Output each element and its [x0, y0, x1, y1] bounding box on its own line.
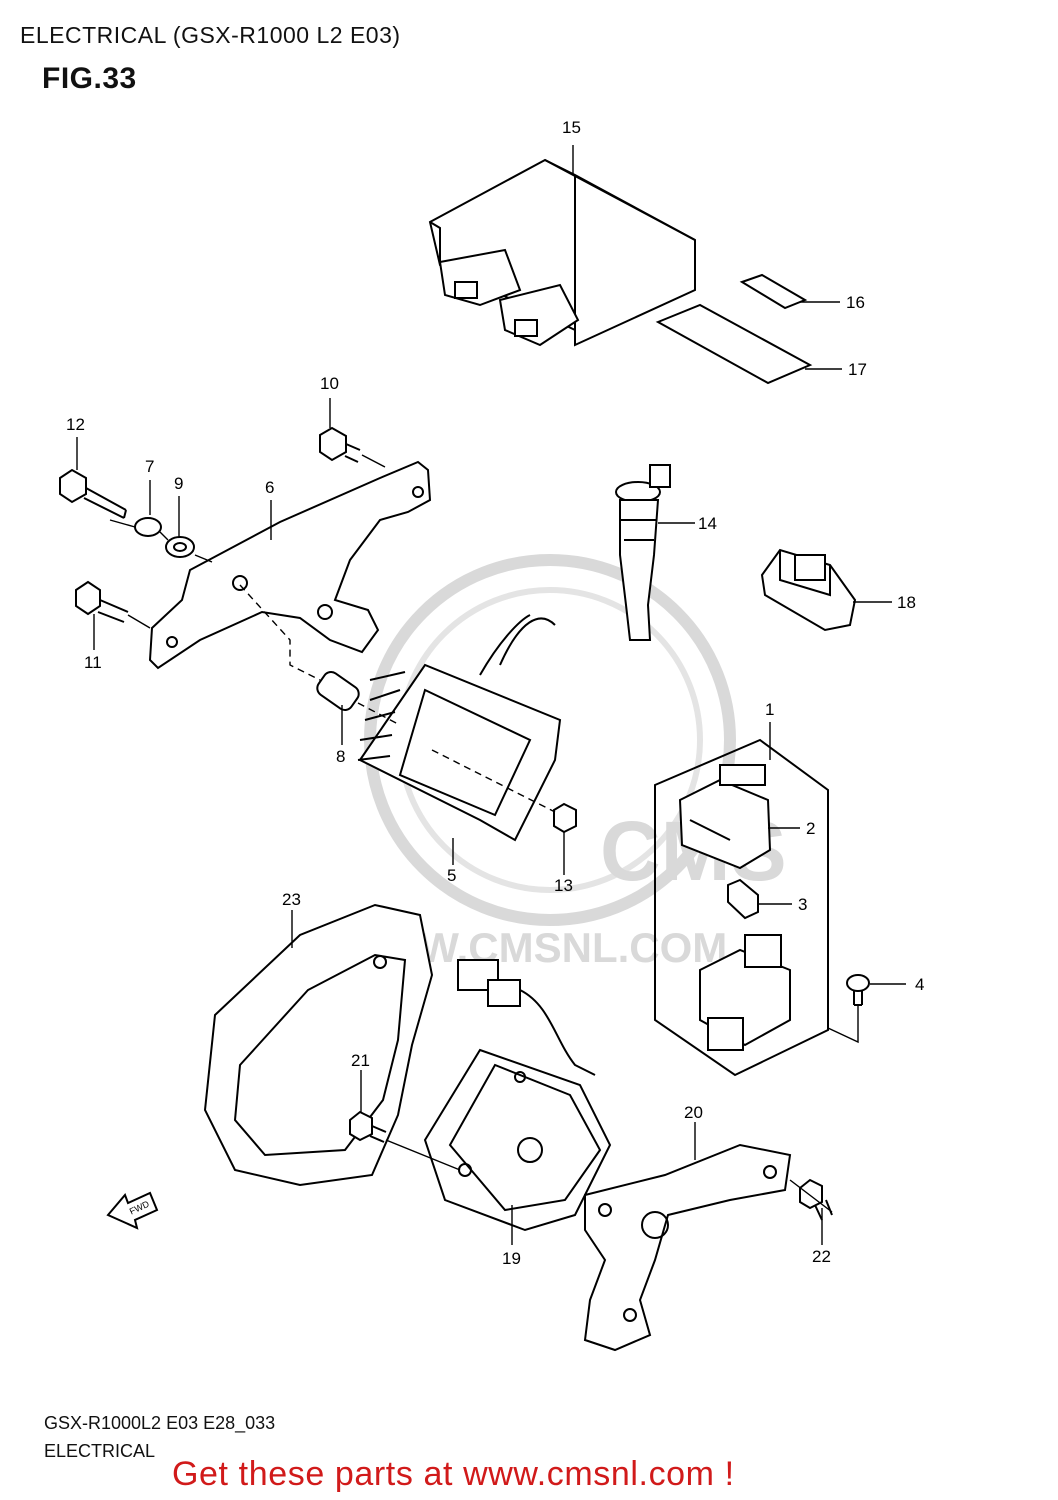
part-23-cover[interactable] [203, 903, 434, 1187]
callout-13: 13 [554, 876, 573, 895]
callout-8: 8 [336, 747, 345, 766]
part-11-bolt[interactable] [75, 580, 129, 623]
part-1-relay-assembly[interactable] [654, 738, 829, 1077]
part-4-screw[interactable] [846, 974, 870, 1006]
part-18-connector[interactable] [760, 548, 857, 632]
callout-2: 2 [806, 819, 815, 838]
callout-10: 10 [320, 374, 339, 393]
diagram-code: GSX-R1000L2 E03 E28_033 [44, 1413, 276, 1433]
part-3-fuse[interactable] [727, 878, 759, 920]
part-19-bracket[interactable] [423, 1048, 612, 1232]
part-6-bracket[interactable] [148, 460, 432, 670]
part-10-bolt[interactable] [319, 426, 361, 463]
callout-labels: 15 16 17 10 12 7 9 6 14 18 11 1 8 2 5 13… [66, 118, 924, 1268]
part-16-pad-small[interactable] [739, 273, 808, 310]
callout-17: 17 [848, 360, 867, 379]
callout-12: 12 [66, 415, 85, 434]
part-21-bolt[interactable] [349, 1110, 387, 1143]
callout-16: 16 [846, 293, 865, 312]
callout-23: 23 [282, 890, 301, 909]
part-5-regulator[interactable] [357, 614, 562, 842]
callout-9: 9 [174, 474, 183, 493]
callout-14: 14 [698, 514, 717, 533]
part-8-spacer[interactable] [314, 669, 362, 713]
section-name: ELECTRICAL [44, 1441, 156, 1461]
callout-6: 6 [265, 478, 274, 497]
callout-18: 18 [897, 593, 916, 612]
figure-number: FIG.33 [42, 62, 137, 95]
callout-15: 15 [562, 118, 581, 137]
leader-lines [76, 145, 906, 1245]
callout-22: 22 [812, 1247, 831, 1266]
callout-3: 3 [798, 895, 807, 914]
part-17-pad-large[interactable] [655, 303, 813, 385]
harness-connector[interactable] [457, 959, 596, 1076]
callout-5: 5 [447, 866, 456, 885]
part-2-cover[interactable] [678, 764, 772, 870]
callout-7: 7 [145, 457, 154, 476]
part-7-washer[interactable] [134, 517, 162, 537]
part-9-collar[interactable] [165, 536, 195, 558]
callout-20: 20 [684, 1103, 703, 1122]
part-14-ignition-coil[interactable] [615, 464, 671, 641]
part-12-bolt[interactable] [59, 468, 127, 519]
page-title: ELECTRICAL (GSX-R1000 L2 E03) [20, 22, 401, 48]
starter-relay-body[interactable] [699, 934, 791, 1051]
callout-21: 21 [351, 1051, 370, 1070]
shop-link[interactable]: Get these parts at www.cmsnl.com ! [172, 1455, 735, 1493]
watermark-ring [364, 554, 736, 926]
part-20-bracket[interactable] [583, 1143, 792, 1352]
callout-1: 1 [765, 700, 774, 719]
callout-4: 4 [915, 975, 924, 994]
callout-19: 19 [502, 1249, 521, 1268]
callout-11: 11 [84, 653, 102, 672]
part-15-ecm[interactable] [428, 158, 696, 347]
forward-arrow: FWD [106, 1191, 159, 1230]
part-13-nut[interactable] [553, 802, 577, 834]
